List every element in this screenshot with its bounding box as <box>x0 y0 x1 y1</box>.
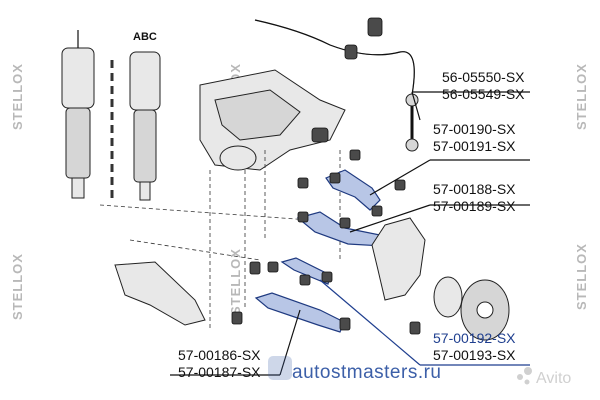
upper-camber-arm-illustration <box>325 149 406 217</box>
upper-control-arm-illustration <box>296 177 384 247</box>
part-number-label: 57-00190-SX <box>433 121 516 137</box>
brand-watermark-text: STELLOX <box>574 63 589 130</box>
abc-label: ABC <box>133 31 157 43</box>
callout-toe-link: 57-00192-SX 57-00193-SX <box>433 330 516 363</box>
brand-watermark-left: STELLOX STELLOX <box>10 63 25 320</box>
stabilizer-bar-illustration <box>254 17 415 96</box>
abc-strut-illustration: ABC <box>110 31 161 201</box>
part-number-label: 57-00186-SX <box>178 347 261 363</box>
site-watermark-logo-icon <box>268 356 292 380</box>
marketplace-logo-icon <box>517 374 523 380</box>
part-number-label: 57-00189-SX <box>433 198 516 214</box>
callout-stabilizer-link: 56-05550-SX 56-05549-SX <box>442 69 525 102</box>
brand-watermark-text: STELLOX <box>10 253 25 320</box>
part-number-label: 56-05550-SX <box>442 69 525 85</box>
site-watermark: autostmasters.ru <box>268 356 442 383</box>
site-watermark-text: autostmasters.ru <box>292 362 442 383</box>
callout-upper-control-arm: 57-00188-SX 57-00189-SX <box>433 181 516 214</box>
part-number-label: 57-00193-SX <box>433 347 516 363</box>
callout-upper-camber-arm: 57-00190-SX 57-00191-SX <box>433 121 516 154</box>
stabilizer-link-illustration <box>405 93 419 152</box>
part-number-label: 56-05549-SX <box>442 86 525 102</box>
brand-watermark-text: STELLOX <box>10 63 25 130</box>
subframe-illustration <box>199 69 346 171</box>
brand-watermark-right: STELLOX STELLOX <box>574 63 589 310</box>
marketplace-watermark: Avito <box>517 367 571 387</box>
marketplace-watermark-text: Avito <box>536 370 571 387</box>
part-number-label: 57-00191-SX <box>433 138 516 154</box>
callout-lower-control-arm: 57-00186-SX 57-00187-SX <box>178 347 261 380</box>
callout-leader-lines <box>170 91 530 376</box>
toe-link-illustration <box>249 257 333 286</box>
wheel-knuckle-illustration <box>371 217 510 341</box>
part-number-label: 57-00188-SX <box>433 181 516 197</box>
part-number-label-highlighted: 57-00192-SX <box>433 330 516 346</box>
part-number-label: 57-00187-SX <box>178 364 261 380</box>
lower-control-arm-illustration <box>114 261 421 335</box>
air-strut-illustration <box>61 30 95 199</box>
brand-watermark-text: STELLOX <box>228 248 243 315</box>
brand-watermark-text: STELLOX <box>574 243 589 310</box>
